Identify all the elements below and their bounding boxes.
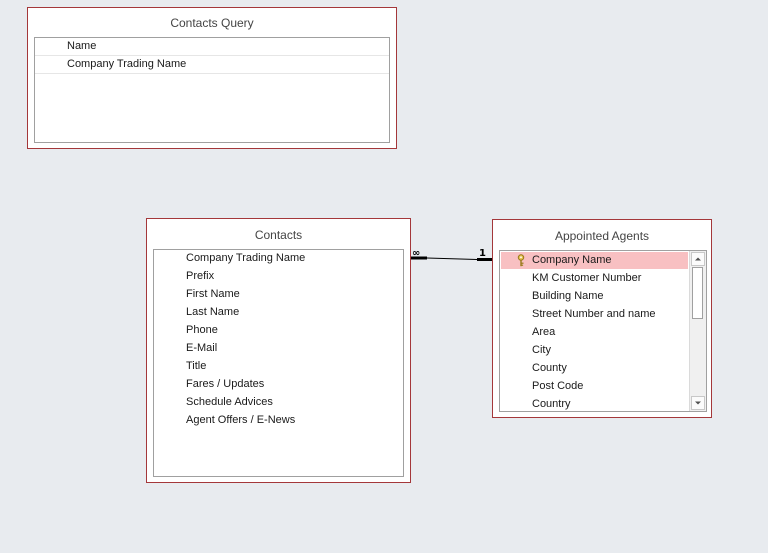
field-label: Name: [67, 40, 97, 52]
field-label: Post Code: [532, 380, 584, 392]
one-side-label: 1: [479, 248, 486, 259]
field-title[interactable]: Title: [154, 358, 403, 375]
field-label: E-Mail: [186, 342, 218, 354]
chevron-up-icon: [695, 257, 701, 261]
scroll-down-button[interactable]: [691, 396, 705, 410]
field-name[interactable]: Name: [35, 38, 389, 56]
field-phone[interactable]: Phone: [154, 322, 403, 339]
appointed-agents-table[interactable]: Appointed Agents Company Name KM Custome…: [492, 219, 712, 418]
contacts-query-title: Contacts Query: [170, 16, 254, 30]
field-label: Company Name: [532, 254, 612, 266]
field-label: First Name: [186, 288, 240, 300]
scroll-thumb[interactable]: [692, 267, 703, 319]
chevron-down-icon: [695, 401, 701, 405]
field-country[interactable]: Country: [500, 396, 688, 411]
scroll-up-button[interactable]: [691, 252, 705, 266]
field-prefix[interactable]: Prefix: [154, 268, 403, 285]
field-label: Schedule Advices: [186, 396, 273, 408]
field-label: KM Customer Number: [532, 272, 642, 284]
appointed-agents-field-list[interactable]: Company Name KM Customer Number Building…: [499, 250, 707, 412]
field-city[interactable]: City: [500, 342, 688, 359]
appointed-agents-title: Appointed Agents: [554, 229, 650, 243]
field-company-trading-name[interactable]: Company Trading Name: [154, 250, 403, 267]
key-icon: [517, 254, 525, 267]
field-label: Street Number and name: [532, 308, 656, 320]
field-label: Phone: [186, 324, 218, 336]
contacts-table[interactable]: Contacts Company Trading Name Prefix Fir…: [146, 218, 411, 483]
contacts-title: Contacts: [254, 228, 303, 242]
field-company-name[interactable]: Company Name: [501, 252, 688, 269]
field-label: County: [532, 362, 567, 374]
field-schedule-advices[interactable]: Schedule Advices: [154, 394, 403, 411]
field-first-name[interactable]: First Name: [154, 286, 403, 303]
field-label: Country: [532, 398, 571, 410]
field-label: Company Trading Name: [67, 58, 187, 70]
field-km-customer-number[interactable]: KM Customer Number: [500, 270, 688, 287]
contacts-query-field-list[interactable]: Name Company Trading Name: [34, 37, 390, 143]
contacts-query-table[interactable]: Contacts Query Name Company Trading Name: [27, 7, 397, 149]
field-label: Area: [532, 326, 556, 338]
field-label: Building Name: [532, 290, 604, 302]
field-street-number-and-name[interactable]: Street Number and name: [500, 306, 688, 323]
field-label: Company Trading Name: [186, 252, 306, 264]
field-fares-updates[interactable]: Fares / Updates: [154, 376, 403, 393]
field-label: Agent Offers / E-News: [186, 414, 296, 426]
many-side-label: ∞: [412, 248, 420, 259]
field-post-code[interactable]: Post Code: [500, 378, 688, 395]
field-county[interactable]: County: [500, 360, 688, 377]
field-company-trading-name[interactable]: Company Trading Name: [35, 56, 389, 74]
field-agent-offers-enews[interactable]: Agent Offers / E-News: [154, 412, 403, 429]
contacts-field-list[interactable]: Company Trading Name Prefix First Name L…: [153, 249, 404, 477]
field-label: Title: [186, 360, 207, 372]
field-last-name[interactable]: Last Name: [154, 304, 403, 321]
field-label: Fares / Updates: [186, 378, 265, 390]
field-building-name[interactable]: Building Name: [500, 288, 688, 305]
field-label: Prefix: [186, 270, 215, 282]
field-area[interactable]: Area: [500, 324, 688, 341]
field-email[interactable]: E-Mail: [154, 340, 403, 357]
field-label: City: [532, 344, 551, 356]
vertical-scrollbar[interactable]: [689, 251, 706, 411]
field-label: Last Name: [186, 306, 240, 318]
